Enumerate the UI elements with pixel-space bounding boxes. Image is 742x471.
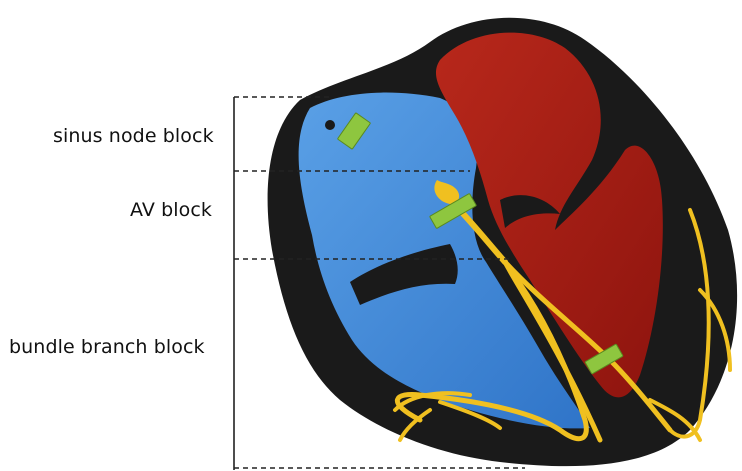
bundle-branch-block-label: bundle branch block: [9, 336, 205, 358]
sinus-node-dot: [325, 120, 335, 130]
sinus-node-block-label: sinus node block: [53, 125, 214, 147]
av-block-label: AV block: [130, 199, 212, 221]
